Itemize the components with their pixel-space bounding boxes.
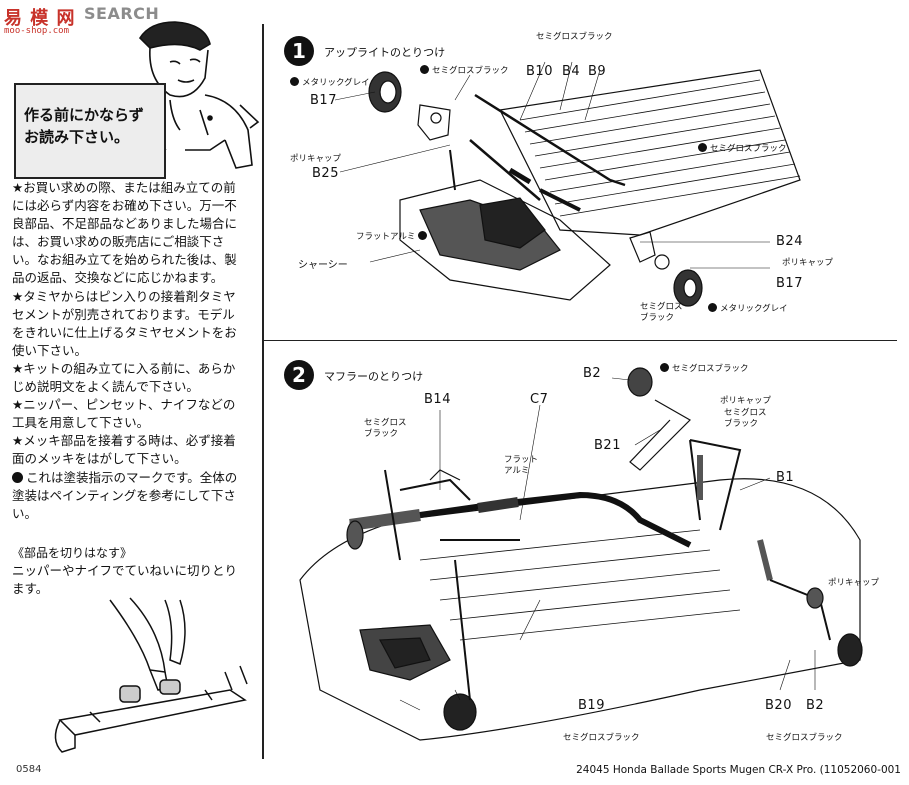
step2-number: 2 [284,360,314,390]
paint-dot-icon [660,363,669,372]
note-item: ★キットの組み立てに入る前に、あらかじめ説明文をよく読んで下さい。 [12,360,236,395]
part-b21: B21 [594,438,621,453]
part-b25: B25 [312,166,339,181]
part-b10: B10 [526,64,553,79]
label-metallic-gray: メタリックグレイ [708,302,788,314]
step1-drawing [334,61,801,307]
label-polycap: ポリキャップ [782,258,834,268]
paint-dot-icon [708,303,717,312]
part-b4: B4 [562,64,581,79]
label-flat-aluminum: フラットアルミ [504,455,539,476]
part-b1: B1 [776,470,795,485]
nippers-illustration [54,597,248,753]
page-number: 0584 [16,764,42,775]
warning-sign [14,83,166,179]
label-semigloss-black: セミグロスブラック [698,142,787,154]
cutting-title: 《部品を切りはなす》 [12,546,133,560]
part-b20: B20 [765,698,792,713]
label-semigloss-black: セミグロスブラック [766,733,843,743]
footer-product-code: 24045 Honda Ballade Sports Mugen CR-X Pr… [576,764,901,776]
label-semigloss-black: セミグロスブラック [724,408,767,429]
man-illustration [138,21,260,169]
label-metallic-gray: メタリックグレイ [290,76,370,88]
cutting-text: ニッパーやナイフでていねいに切りとります。 [12,563,238,596]
part-b2: B2 [583,366,602,381]
sign-text: 作る前にかならず お読み下さい。 [24,104,144,148]
note-item: ★ニッパー、ピンセット、ナイフなどの工具を用意して下さい。 [12,397,236,431]
watermark-logo: 易 模 网 [4,8,76,29]
paint-dot-icon [290,77,299,86]
part-b9: B9 [588,64,607,79]
sign-line-1: 作る前にかならず [24,106,144,124]
label-semigloss-black: セミグロスブラック [364,418,407,439]
label-semigloss-black: セミグロスブラック [563,733,640,743]
part-b2: B2 [806,698,825,713]
part-b19: B19 [578,698,605,713]
paint-dot-icon [418,231,428,240]
paint-legend: これは塗装指示のマークです。全体の塗装はペインティングを参考にして下さい。 [12,469,244,523]
part-b24: B24 [776,234,803,249]
label-chassis: シャーシー [298,260,348,271]
step1-number: 1 [284,36,314,66]
note-item: ★メッキ部品を接着する時は、必ず接着面のメッキをはがして下さい。 [12,433,236,467]
precautions-list: ★お買い求めの際、または組み立ての前には必らず内容をお確め下さい。万一不良部品、… [12,179,244,523]
part-b17: B17 [310,93,337,108]
step2-title: マフラーのとりつけ [324,370,424,383]
label-semigloss-black: セミグロスブラック [536,32,613,42]
step1-title: アップライトのとりつけ [324,46,446,59]
label-polycap: ポリキャップ [828,578,880,588]
label-semigloss-black: セミグロスブラック [420,64,509,76]
label-semigloss-black: セミグロスブラック [660,362,749,374]
step2-drawing [299,367,863,741]
part-c7: C7 [530,392,549,407]
note-item: ★お買い求めの際、または組み立ての前には必らず内容をお確め下さい。万一不良部品、… [12,180,238,286]
step-divider [262,340,897,341]
paint-dot-icon [420,65,429,74]
paint-mark-icon [12,471,23,483]
part-b17: B17 [776,276,803,291]
label-polycap: ポリキャップ [290,154,342,164]
paint-dot-icon [698,143,707,152]
label-semigloss-black: セミグロスブラック [640,302,683,323]
part-b14: B14 [424,392,451,407]
column-divider [262,24,264,759]
watermark-search: SEARCH [84,4,160,23]
label-polycap: ポリキャップ [720,396,772,406]
watermark-url: moo-shop.com [4,26,70,36]
sign-line-2: お読み下さい。 [24,128,130,146]
label-flat-aluminum: フラットアルミ [356,230,430,242]
note-item: ★タミヤからはピン入りの接着剤タミヤセメントが別売されております。モデルをきれい… [12,288,237,358]
paint-legend-text: これは塗装指示のマークです。全体の塗装はペインティングを参考にして下さい。 [12,469,238,521]
